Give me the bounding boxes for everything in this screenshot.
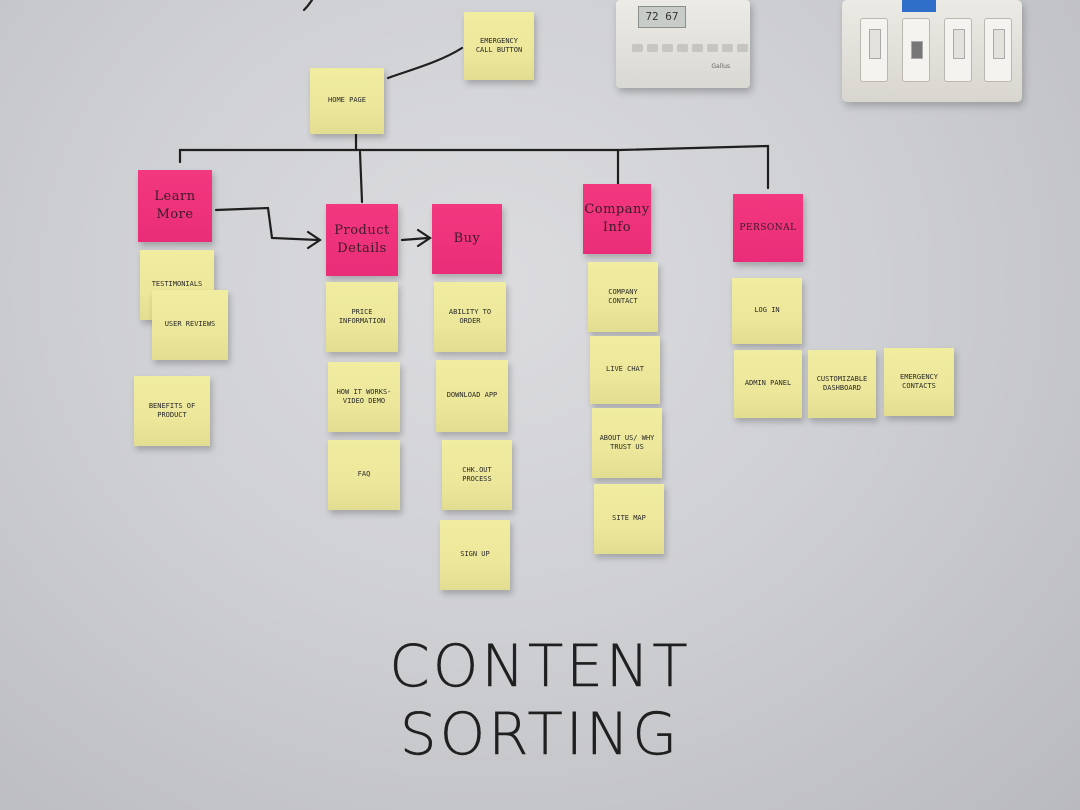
switch-3 <box>944 18 972 82</box>
note-admin-panel: ADMIN PANEL <box>734 350 802 418</box>
note-ability-to-order: ABILITY TO ORDER <box>434 282 506 352</box>
note-emergency-contacts: EMERGENCY CONTACTS <box>884 348 954 416</box>
blue-tape <box>902 0 936 12</box>
dimmer-switch <box>902 18 930 82</box>
home-to-emergency-line <box>386 46 464 80</box>
top-marker-stroke <box>302 0 314 12</box>
light-switch-plate <box>842 0 1022 102</box>
note-company-contact: COMPANY CONTACT <box>588 262 658 332</box>
switch-1 <box>860 18 888 82</box>
note-faq: FAQ <box>328 440 400 510</box>
thermostat-brand: Gallus <box>711 63 730 70</box>
note-customizable-dashboard: CUSTOMIZABLE DASHBOARD <box>808 350 876 418</box>
switch-4 <box>984 18 1012 82</box>
note-how-it-works: HOW IT WORKS- VIDEO DEMO <box>328 362 400 432</box>
thermostat-display: 72 67 <box>638 6 686 28</box>
note-emergency-call-button: EMERGENCY CALL BUTTON <box>464 12 534 80</box>
title-line-2: SORTING <box>399 700 681 768</box>
category-personal: PERSONAL <box>733 194 803 262</box>
product-to-buy-arrow <box>400 236 430 242</box>
note-site-map: SITE MAP <box>594 484 664 554</box>
note-benefits-of-product: BENEFITS OF PRODUCT <box>134 376 210 446</box>
thermostat: 72 67 Gallus <box>616 0 750 88</box>
note-price-information: PRICE INFORMATION <box>326 282 398 352</box>
note-about-us: ABOUT US/ WHY TRUST US <box>592 408 662 478</box>
note-download-app: DOWNLOAD APP <box>436 360 508 432</box>
arrowhead-2 <box>416 228 432 248</box>
category-product-details: Product Details <box>326 204 398 276</box>
category-buy: Buy <box>432 204 502 274</box>
note-user-reviews: USER REVIEWS <box>152 290 228 360</box>
note-live-chat: LIVE CHAT <box>590 336 660 404</box>
category-company-info: Company Info <box>583 184 651 254</box>
note-sign-up: SIGN UP <box>440 520 510 590</box>
title-line-1: CONTENT <box>389 632 691 700</box>
note-log-in: LOG IN <box>732 278 802 344</box>
category-learn-more: Learn More <box>138 170 212 242</box>
thermostat-buttons <box>632 44 748 52</box>
arrowhead-1 <box>306 230 322 250</box>
note-home-page: HOME PAGE <box>310 68 384 134</box>
learn-to-product-arrow <box>214 206 320 242</box>
product-branch-line <box>358 150 364 204</box>
note-checkout-process: CHK.OUT PROCESS <box>442 440 512 510</box>
category-bracket-line <box>178 144 770 190</box>
